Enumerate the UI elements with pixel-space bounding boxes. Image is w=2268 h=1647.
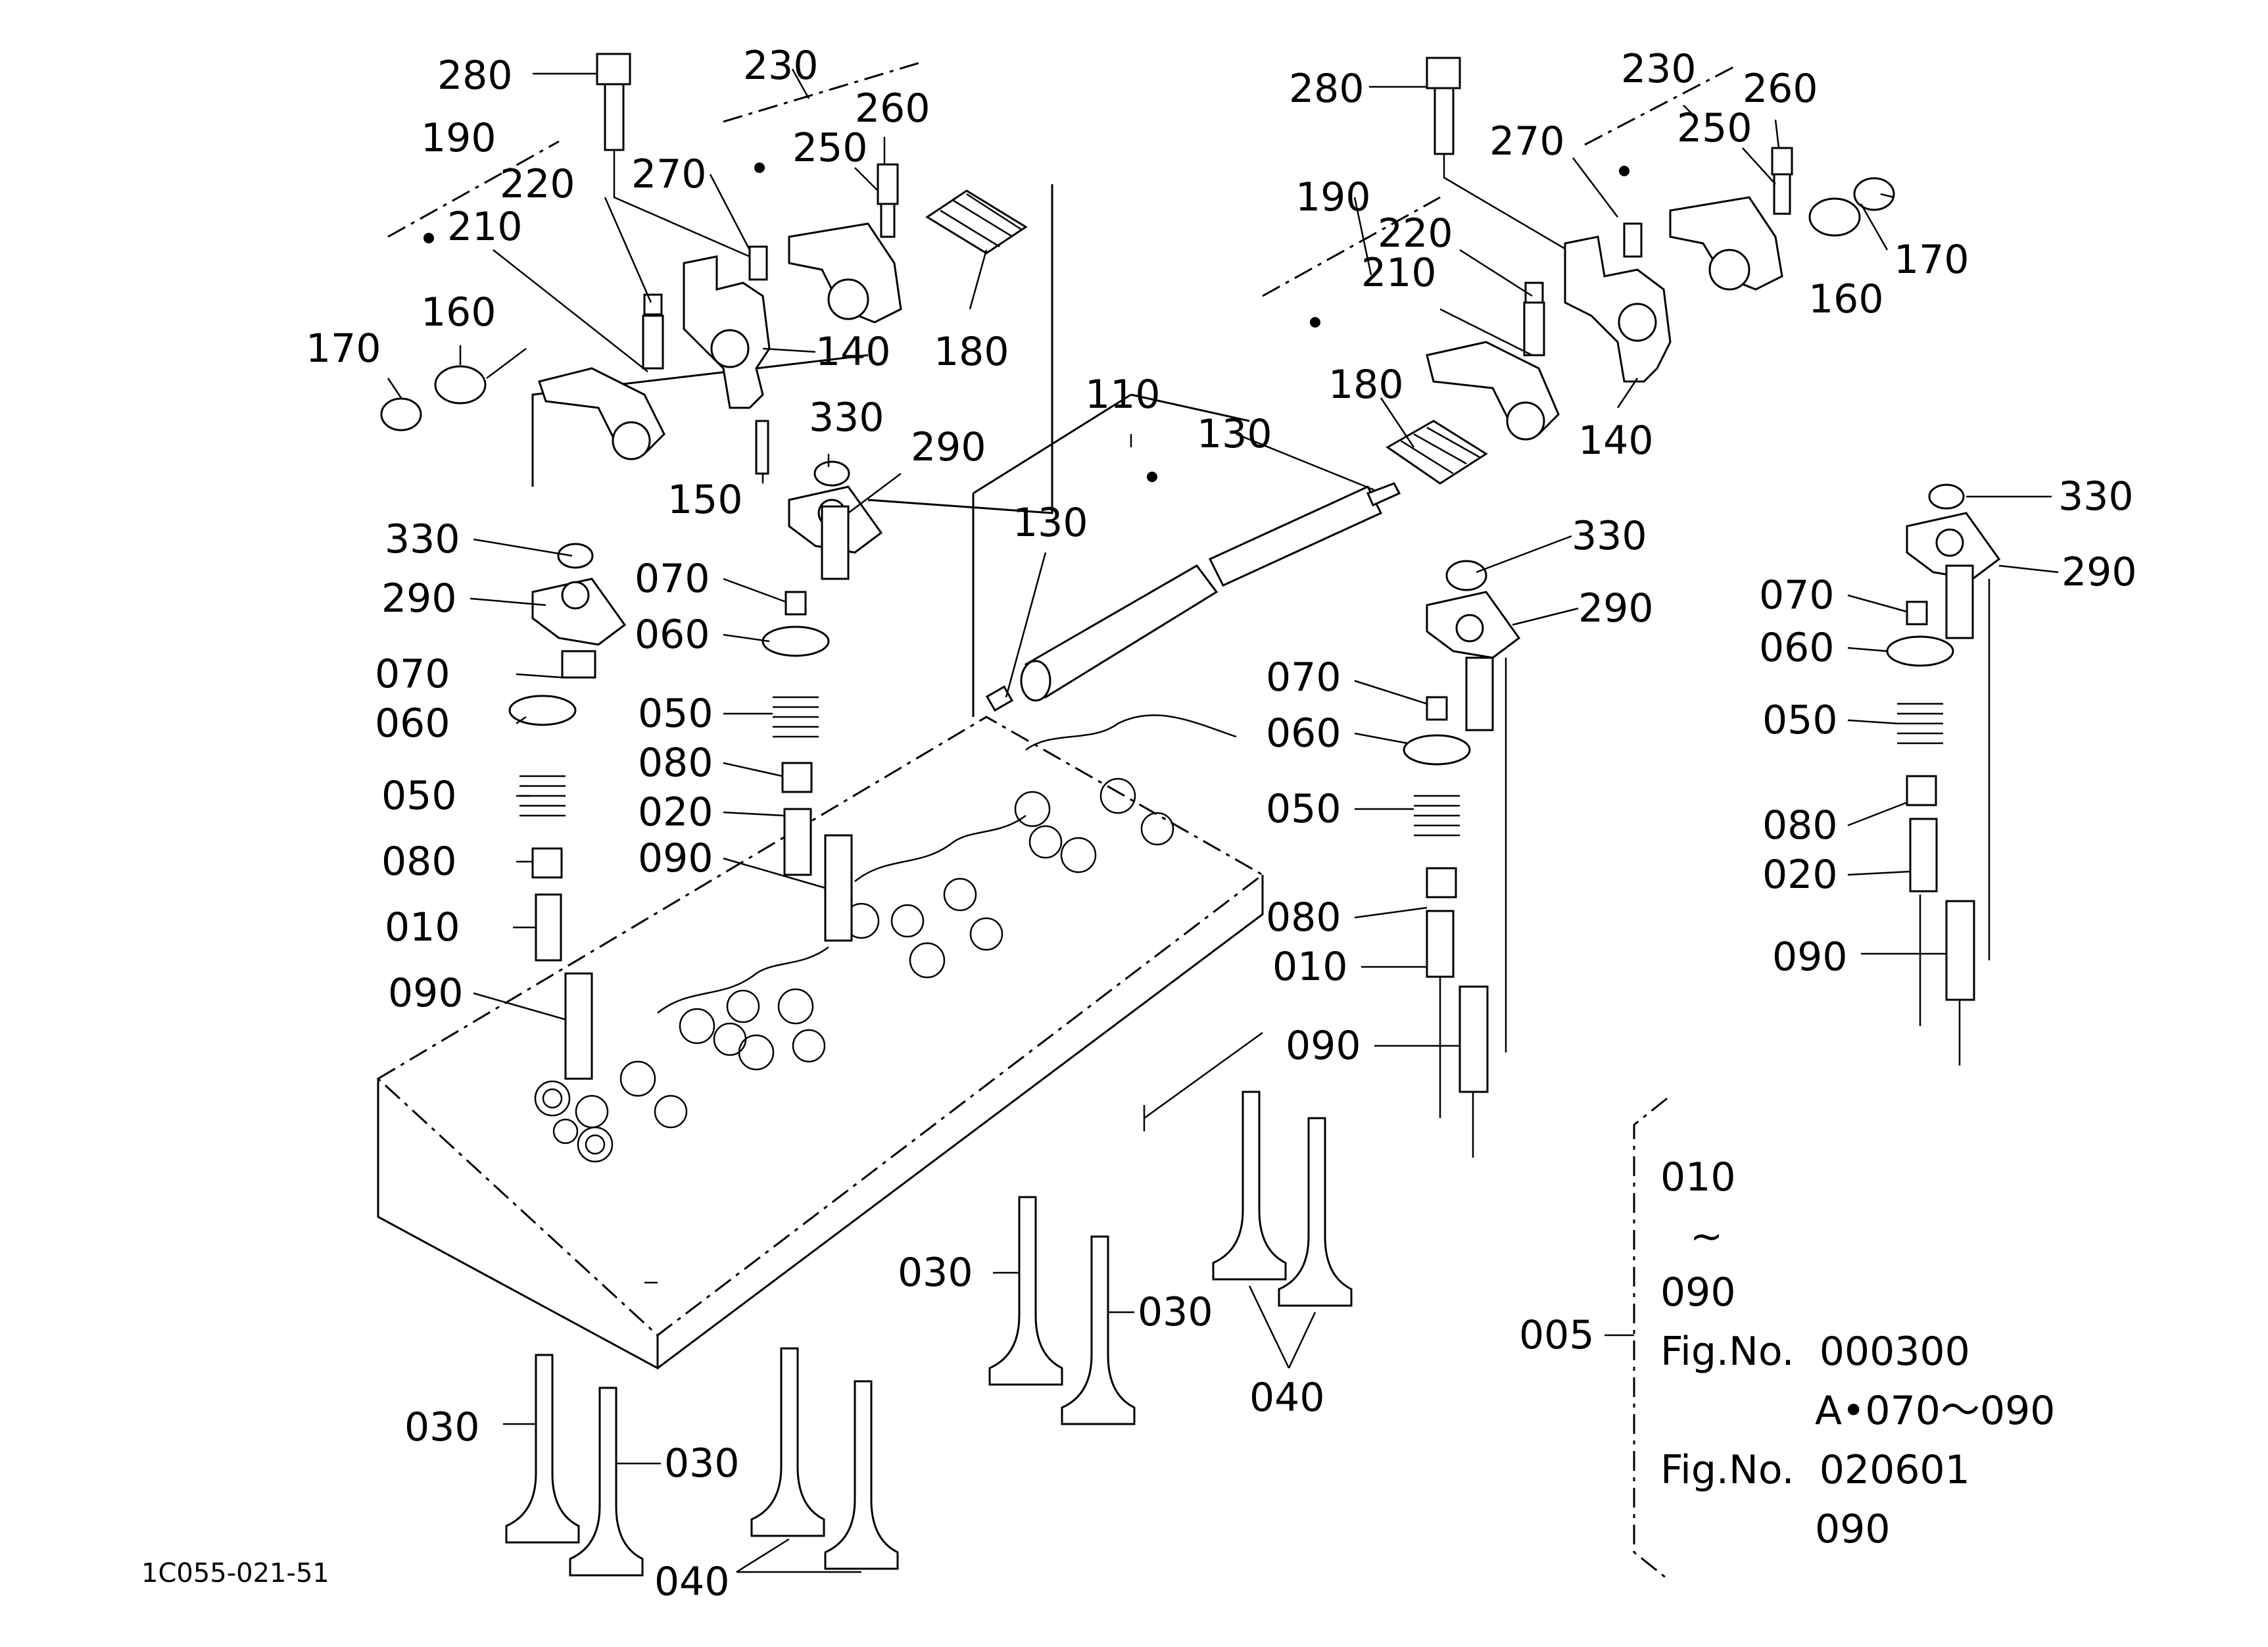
legend-fig2: Fig.No. 020601 (1660, 1447, 1970, 1493)
legend-block: 005 010 ~ 090 Fig.No. 000300 A•070～090 F… (1519, 1154, 2055, 1552)
pin-150 (755, 420, 769, 475)
label-130-lower: 130 (1013, 500, 1088, 546)
label-040-b: 040 (1249, 1375, 1325, 1421)
label-250-left: 250 (792, 125, 868, 171)
valve-group-right-middle (1403, 560, 1521, 1158)
legend-range-sep: ~ (1690, 1214, 1723, 1260)
label-290-left: 290 (381, 576, 457, 622)
valves-left (505, 1347, 899, 1577)
label-150: 150 (667, 477, 743, 523)
label-220-left: 220 (500, 161, 575, 207)
part-labels: 280 230 260 190 250 220 270 210 160 170 … (306, 43, 2137, 1605)
label-030-d: 030 (1138, 1289, 1213, 1335)
label-290-center: 290 (911, 424, 986, 470)
label-330-right-middle: 330 (1572, 513, 1647, 559)
label-060-far-right: 060 (1759, 625, 1835, 671)
label-010-right-middle: 010 (1272, 944, 1348, 990)
label-040-a: 040 (654, 1559, 730, 1605)
label-080-left: 080 (381, 839, 457, 885)
label-280-left: 280 (437, 53, 513, 99)
label-070-far-right: 070 (1759, 572, 1835, 618)
label-170-right: 170 (1894, 237, 1969, 283)
label-050-left: 050 (381, 773, 457, 819)
label-060-center: 060 (635, 612, 710, 658)
drawing-id: 1C055-021-51 (141, 1558, 329, 1588)
clip-170-left (380, 397, 422, 431)
rocker-arm-assembly-right (1262, 57, 1895, 485)
label-020-center: 020 (638, 789, 713, 835)
label-050-far-right: 050 (1762, 697, 1838, 743)
spring-180-left (925, 189, 1028, 255)
label-140-left: 140 (815, 329, 891, 375)
rocker-arm-assembly-left (380, 53, 1053, 514)
rocker-bracket-140 (683, 245, 771, 409)
label-330-left: 330 (385, 516, 460, 562)
label-030-b: 030 (664, 1440, 740, 1487)
label-005: 005 (1519, 1312, 1595, 1358)
label-070-left: 070 (375, 651, 450, 697)
label-060-right-middle: 060 (1266, 710, 1341, 756)
label-190-left: 190 (421, 115, 496, 161)
label-140-right: 140 (1578, 418, 1654, 464)
cylinder-head (376, 714, 1265, 1370)
label-080-far-right: 080 (1762, 802, 1838, 848)
label-190-right: 190 (1295, 174, 1371, 220)
label-080-center: 080 (638, 740, 713, 786)
legend-fig1: Fig.No. 000300 (1660, 1329, 1970, 1375)
label-030-a: 030 (404, 1404, 480, 1450)
bolt-280 (596, 53, 750, 258)
label-090-left: 090 (388, 970, 464, 1016)
label-230-right: 230 (1621, 46, 1697, 92)
label-270-left: 270 (631, 151, 707, 197)
label-090-center: 090 (638, 835, 713, 881)
label-160-left: 160 (421, 289, 496, 335)
label-080-right-middle: 080 (1266, 895, 1341, 941)
valve-group-left (508, 543, 627, 1080)
leader-lines (387, 68, 2059, 1580)
legend-fig2-sub: 090 (1815, 1506, 1891, 1552)
label-030-c: 030 (898, 1250, 973, 1296)
label-210-right: 210 (1361, 250, 1437, 296)
legend-fig1-sub: A•070～090 (1815, 1388, 2055, 1434)
label-230-left: 230 (743, 43, 819, 89)
label-060-left: 060 (375, 701, 450, 747)
valve-ports (534, 777, 1174, 1163)
bolt-280-right (1426, 57, 1579, 258)
valves-right (988, 1091, 1353, 1425)
label-180-right: 180 (1328, 362, 1404, 408)
label-260-right: 260 (1743, 66, 1818, 112)
label-180-left: 180 (934, 329, 1009, 375)
label-070-right-middle: 070 (1266, 654, 1341, 701)
label-330-center: 330 (809, 395, 884, 441)
label-050-right-middle: 050 (1266, 786, 1341, 832)
label-130-upper: 130 (1197, 411, 1272, 457)
label-290-far-right: 290 (2062, 549, 2137, 595)
rocker-arm-right-230 (754, 162, 902, 324)
legend-range-end: 090 (1660, 1269, 1736, 1315)
label-220-right: 220 (1378, 210, 1453, 257)
legend-range-start: 010 (1660, 1154, 1736, 1200)
label-280-right: 280 (1289, 66, 1364, 112)
valve-group-far-right (1886, 483, 2001, 1066)
rocker-arm-left-190 (423, 233, 665, 460)
label-290-right-middle: 290 (1578, 585, 1654, 631)
label-020-far-right: 020 (1762, 852, 1838, 898)
rocker-shaft-110 (972, 393, 1401, 717)
label-010-left: 010 (385, 904, 460, 950)
label-090-right-middle: 090 (1286, 1023, 1361, 1069)
label-270-right: 270 (1489, 118, 1565, 164)
label-160-right: 160 (1808, 276, 1884, 322)
label-330-far-right: 330 (2058, 474, 2134, 520)
valve-group-center (761, 460, 883, 942)
collar-160-left (434, 365, 487, 405)
label-170-left: 170 (306, 326, 381, 372)
label-070-center: 070 (635, 556, 710, 602)
label-050-center: 050 (638, 691, 713, 737)
label-260-left: 260 (855, 86, 930, 132)
label-110: 110 (1085, 372, 1161, 418)
label-210-left: 210 (447, 204, 523, 250)
label-250-right: 250 (1677, 105, 1752, 151)
label-090-far-right: 090 (1772, 934, 1848, 980)
